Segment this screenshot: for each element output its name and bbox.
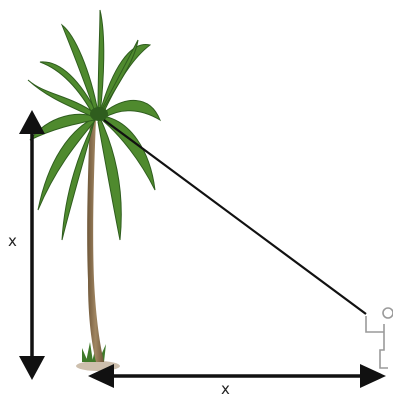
- height-label: x: [8, 232, 17, 250]
- distance-arrow: [88, 364, 386, 388]
- distance-label: x: [221, 380, 230, 398]
- palm-tree-icon: [27, 9, 162, 371]
- stick-figure-icon: [365, 307, 393, 369]
- line-of-sight: [103, 119, 367, 315]
- height-arrow: [19, 110, 45, 380]
